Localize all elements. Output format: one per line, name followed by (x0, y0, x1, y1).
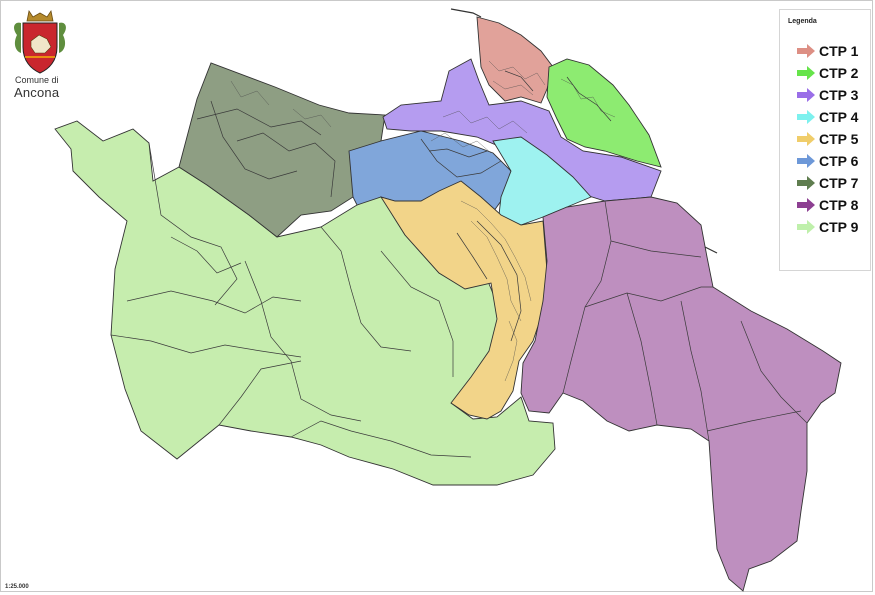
district-boundaries (110, 70, 808, 458)
scale-label: 1:25.000 (5, 584, 29, 590)
comune-label: Comune di (15, 75, 59, 85)
legend-swatch-icon (797, 176, 815, 190)
legend-item-label: CTP 9 (819, 219, 859, 235)
legend-item-ctp-4[interactable]: CTP 4 (795, 106, 858, 128)
urban-detail (230, 60, 616, 382)
legend-item-label: CTP 2 (819, 65, 859, 81)
legend-item-ctp-8[interactable]: CTP 8 (795, 194, 858, 216)
legend-swatch-icon (797, 110, 815, 124)
legend-item-ctp-1[interactable]: CTP 1 (795, 40, 858, 62)
legend-swatch-icon (797, 198, 815, 212)
legend-swatch-icon (797, 154, 815, 168)
zone-ctp-8[interactable] (520, 196, 842, 592)
legend-item-ctp-7[interactable]: CTP 7 (795, 172, 858, 194)
legend-item-ctp-5[interactable]: CTP 5 (795, 128, 858, 150)
map-legend: Legenda CTP 1 CTP 2 CTP 3 CTP 4 CTP 5 (779, 9, 871, 271)
legend-item-label: CTP 5 (819, 131, 859, 147)
zone-ctp-1[interactable] (476, 16, 554, 104)
zone-ctp-3[interactable] (382, 58, 662, 202)
city-crest-icon (14, 9, 66, 74)
harbour-pier (704, 246, 718, 254)
zone-ctp-5[interactable] (379, 180, 548, 420)
legend-list: CTP 1 CTP 2 CTP 3 CTP 4 CTP 5 CTP 6 (795, 40, 858, 238)
legend-title: Legenda (788, 18, 817, 25)
legend-item-ctp-6[interactable]: CTP 6 (795, 150, 858, 172)
legend-swatch-icon (797, 220, 815, 234)
legend-item-ctp-3[interactable]: CTP 3 (795, 84, 858, 106)
coastline (450, 8, 482, 18)
legend-item-ctp-2[interactable]: CTP 2 (795, 62, 858, 84)
legend-swatch-icon (797, 132, 815, 146)
legend-item-label: CTP 7 (819, 175, 859, 191)
legend-item-label: CTP 4 (819, 109, 859, 125)
legend-item-label: CTP 8 (819, 197, 859, 213)
city-name: Ancona (14, 85, 60, 100)
legend-item-ctp-9[interactable]: CTP 9 (795, 216, 858, 238)
legend-swatch-icon (797, 66, 815, 80)
legend-item-label: CTP 6 (819, 153, 859, 169)
legend-swatch-icon (797, 88, 815, 102)
legend-swatch-icon (797, 44, 815, 58)
legend-item-label: CTP 3 (819, 87, 859, 103)
legend-item-label: CTP 1 (819, 43, 859, 59)
